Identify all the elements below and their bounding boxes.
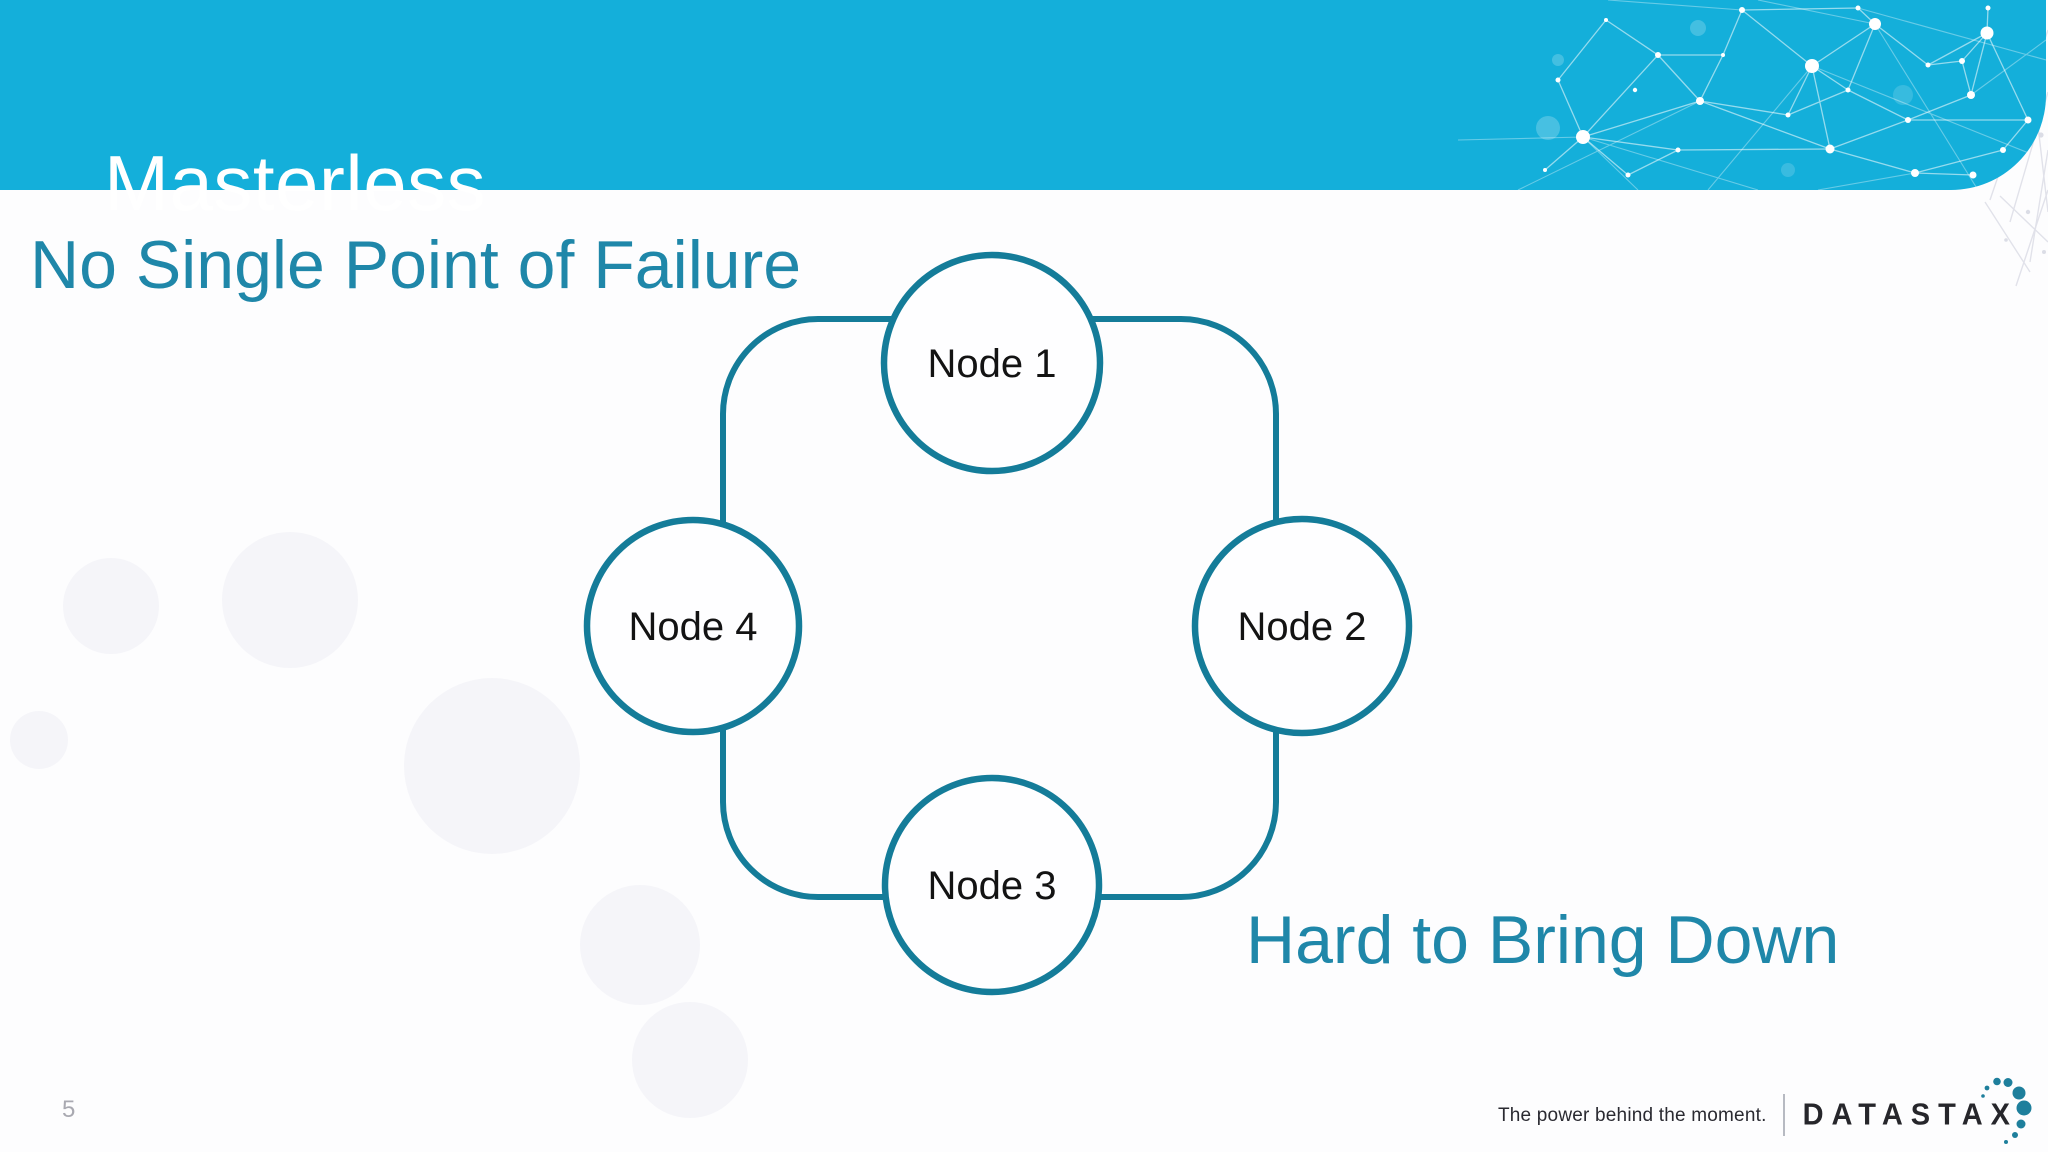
node-circle-3: Node 3 <box>881 774 1103 996</box>
background-circle <box>222 532 358 668</box>
node-circle-1: Node 1 <box>880 251 1104 475</box>
datastax-logo: DATASTAX <box>1802 1077 2032 1144</box>
node-label: Node 4 <box>629 605 758 649</box>
node-label: Node 3 <box>928 864 1057 908</box>
heading-no-single-point-of-failure: No Single Point of Failure <box>30 227 802 303</box>
node-circle-2: Node 2 <box>1191 515 1413 737</box>
heading-hard-to-bring-down: Hard to Bring Down <box>1246 902 1840 978</box>
footer-divider <box>1782 1094 1785 1136</box>
page-number: 5 <box>62 1096 76 1123</box>
background-circle <box>404 678 580 854</box>
datastax-logo-dots-icon <box>1981 1077 2032 1144</box>
node-label: Node 2 <box>1238 605 1367 649</box>
datastax-wordmark: DATASTAX <box>1802 1097 2018 1132</box>
header-band <box>0 0 2046 190</box>
footer: The power behind the moment. DATASTAX <box>1497 1077 2032 1144</box>
node-label: Node 1 <box>928 342 1057 386</box>
background-circle <box>63 558 159 654</box>
background-circle <box>10 711 68 769</box>
node-circle-4: Node 4 <box>583 516 803 736</box>
network-decoration <box>1458 0 2046 190</box>
slide-title: Masterless <box>104 139 487 228</box>
brand-tagline: The power behind the moment. <box>1497 1104 1767 1126</box>
background-circle <box>632 1002 748 1118</box>
background-circle <box>580 885 700 1005</box>
